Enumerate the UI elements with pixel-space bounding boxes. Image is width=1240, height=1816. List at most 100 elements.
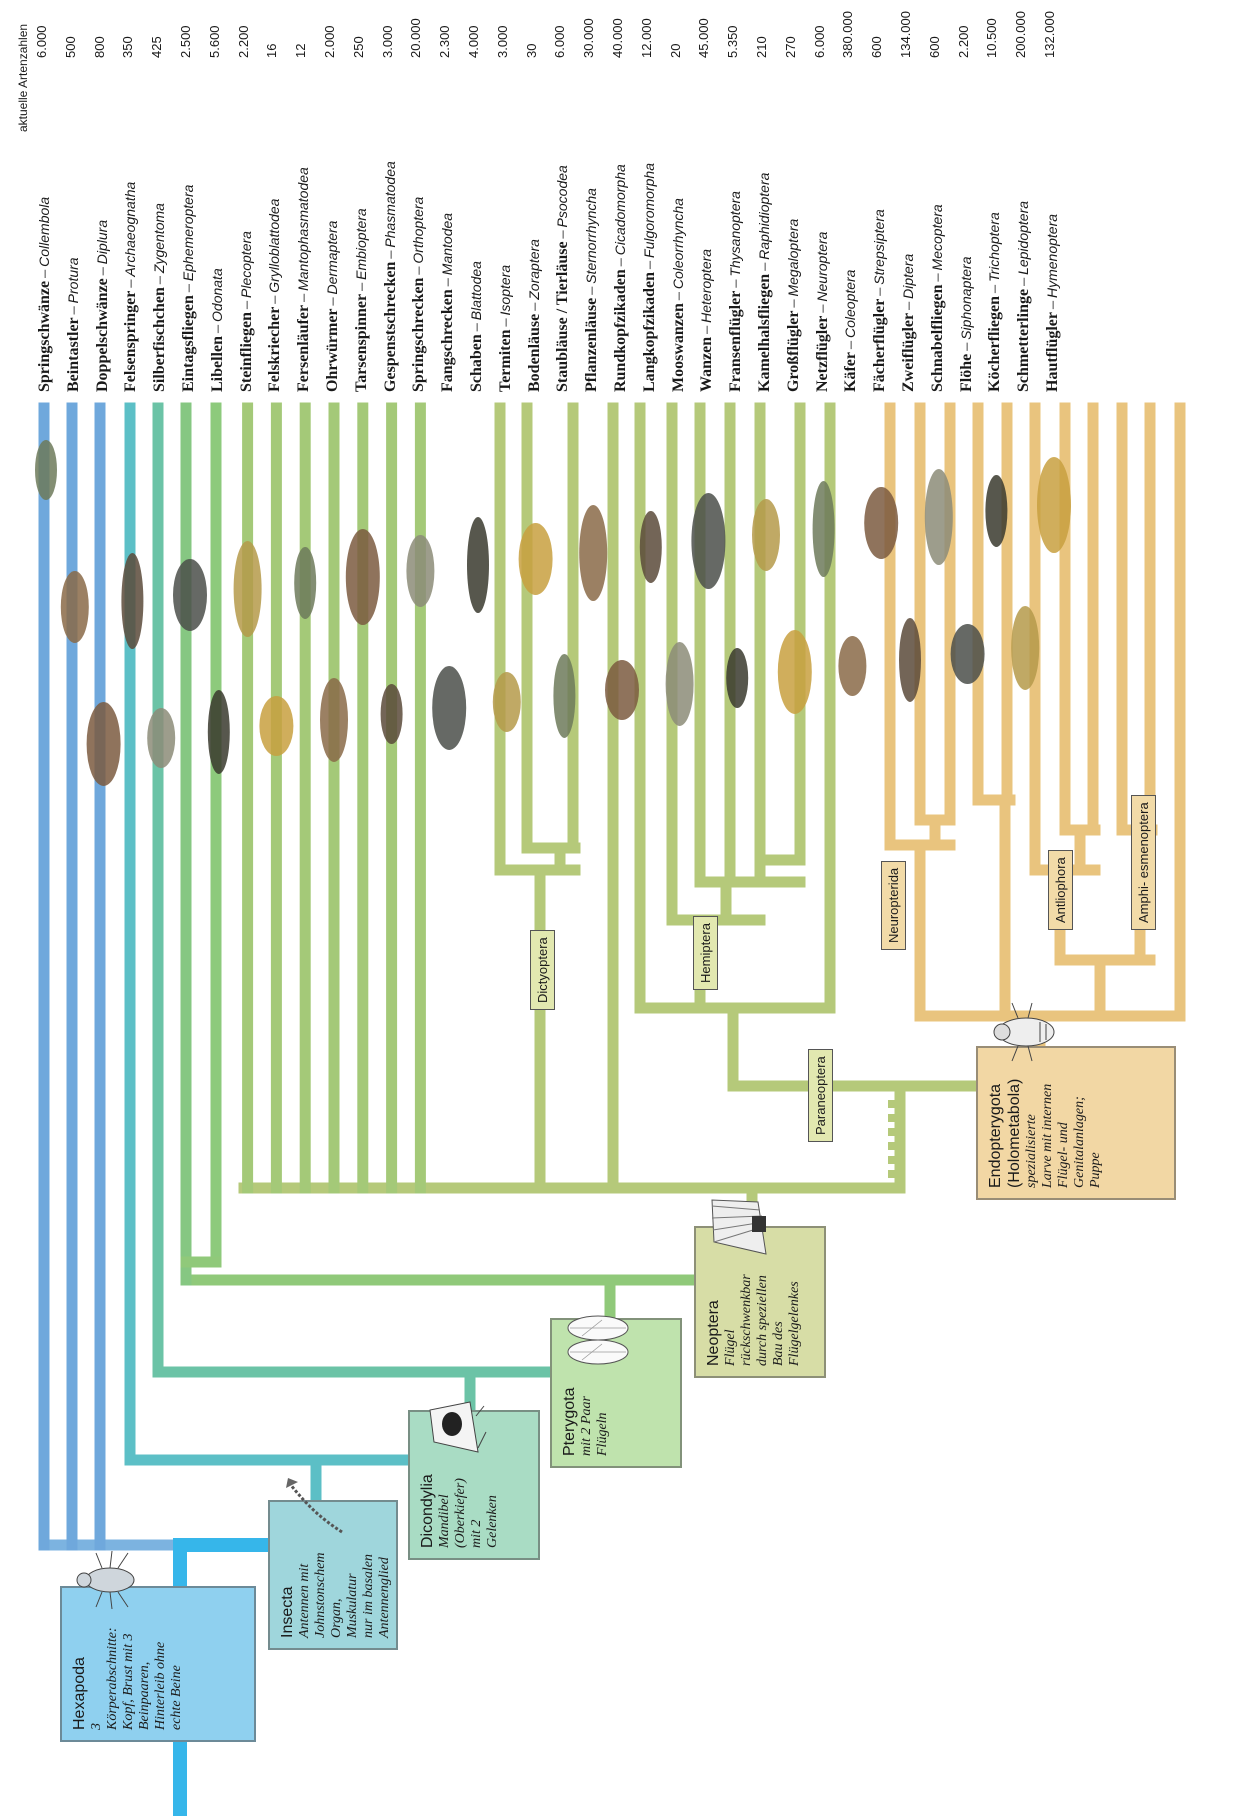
taxon-label: Fransenflügler–Thysanoptera xyxy=(725,191,746,392)
grasshopper-image xyxy=(406,535,435,607)
clade-description: Antennen mit Johnstonschem Organ, Muskul… xyxy=(297,1552,392,1638)
species-count: 20.000 xyxy=(408,18,424,58)
taxon-label: Schnabelfliegen–Mecoptera xyxy=(927,204,948,392)
species-count: 270 xyxy=(782,36,798,58)
taxon-scientific-name: Thysanoptera xyxy=(727,191,744,277)
taxon-separator: – xyxy=(352,282,370,291)
taxon-label: Felsenspringer–Archaeognatha xyxy=(120,182,141,392)
stick-insect-image xyxy=(380,684,403,744)
taxon-separator: – xyxy=(727,279,745,288)
proturan-image xyxy=(60,571,89,643)
silverfish-image xyxy=(147,708,176,768)
clade-description: 3 Körperabschnitte: Kopf, Brust mit 3 Be… xyxy=(89,1627,184,1730)
hexapod-icon xyxy=(70,1543,144,1617)
taxon-label: Springschwänze–Collembola xyxy=(34,197,55,392)
taxon-separator: – xyxy=(180,284,197,293)
clade-box-hexapoda: Hexapoda 3 Körperabschnitte: Kopf, Brust… xyxy=(60,1551,256,1742)
taxon-common-name: Mooswanzen xyxy=(669,303,687,392)
taxon-common-name: Langkopfzikaden xyxy=(640,271,658,392)
moss-bug-image xyxy=(665,642,694,726)
species-count: 2.200 xyxy=(235,25,251,58)
taxon-common-name: Staubläuse / Tierläuse xyxy=(554,241,572,392)
clade-tag-dictyoptera: Dictyoptera xyxy=(530,930,555,1010)
taxon-scientific-name: Odonata xyxy=(208,268,225,322)
clade-title: Insecta xyxy=(279,1586,296,1638)
species-count: 250 xyxy=(350,36,366,58)
taxon-common-name: Hautflügler xyxy=(1044,312,1061,392)
taxon-label: Doppelschwänze–Diplura xyxy=(92,220,113,392)
species-count: 800 xyxy=(91,36,107,58)
webspinner-image xyxy=(345,529,380,625)
taxon-scientific-name: Trichoptera xyxy=(986,212,1003,283)
taxon-common-name: Fächerflügler xyxy=(871,298,889,392)
taxon-separator: – xyxy=(381,250,399,259)
dash-segment xyxy=(888,1114,902,1122)
taxon-separator: – xyxy=(813,304,831,313)
species-count: 200.000 xyxy=(1013,11,1029,58)
clade-tag-hemiptera: Hemiptera xyxy=(693,916,718,990)
taxon-label: Fächerflügler–Strepsiptera xyxy=(869,209,890,392)
taxon-common-name: Kamelhalsfliegen xyxy=(756,273,773,392)
taxon-separator: – xyxy=(1015,277,1033,286)
species-count: 20 xyxy=(667,43,683,58)
taxon-label: Springschrecken–Orthoptera xyxy=(408,197,429,392)
taxon-common-name: Käfer xyxy=(842,352,860,392)
taxon-separator: – xyxy=(640,260,658,269)
species-count: 600 xyxy=(926,36,942,58)
taxon-separator: – xyxy=(496,318,514,327)
taxon-label: Fangschrecken–Mantodea xyxy=(437,213,458,392)
species-count: 210 xyxy=(754,36,769,58)
scorpionfly-image xyxy=(924,469,953,565)
species-count: 3.000 xyxy=(494,25,510,58)
twisted-wing-image xyxy=(864,487,899,559)
taxon-label: Tarsenspinner–Embioptera xyxy=(351,208,372,392)
taxon-label: Rundkopfzikaden–Cicadomorpha xyxy=(610,164,631,392)
stag-beetle-image xyxy=(838,636,867,696)
taxon-separator: – xyxy=(36,269,53,278)
taxon-scientific-name: Megaloptera xyxy=(784,218,801,297)
clade-title: Hexapoda xyxy=(71,1657,88,1730)
taxon-scientific-name: Heteroptera xyxy=(698,248,715,323)
taxon-label: Schmetterlinge–Lepidoptera xyxy=(1013,201,1034,392)
taxon-label: Mooswanzen–Coleorrhyncha xyxy=(668,198,689,392)
taxon-scientific-name: Mantophasmatodea xyxy=(295,167,312,291)
taxon-common-name: Flöhe xyxy=(957,353,975,392)
species-count: 500 xyxy=(62,36,78,58)
taxon-separator: – xyxy=(237,301,255,309)
termite-image xyxy=(492,672,521,732)
planthopper-image xyxy=(639,511,662,583)
taxon-scientific-name: Cicadomorpha xyxy=(612,164,628,256)
species-count: 2.500 xyxy=(178,25,193,58)
taxon-common-name: Springschrecken xyxy=(410,277,428,392)
species-count: 2.000 xyxy=(322,25,337,58)
taxon-scientific-name: Zygentoma xyxy=(151,203,168,274)
taxon-scientific-name: Mecoptera xyxy=(928,204,945,271)
species-count: 3.000 xyxy=(379,25,395,58)
taxon-common-name: Felsenspringer xyxy=(122,290,140,392)
taxon-common-name: Bodenläuse xyxy=(525,313,543,392)
taxon-label: Felskriecher–Grylloblattodea xyxy=(264,199,285,392)
taxon-common-name: Steinfliegen xyxy=(237,312,255,392)
taxon-scientific-name: Coleorrhyncha xyxy=(669,198,686,290)
taxon-separator: – xyxy=(612,258,629,267)
taxon-common-name: Netzflügler xyxy=(813,315,831,392)
fly-image xyxy=(899,618,921,702)
taxon-common-name: Schmetterlinge xyxy=(1015,288,1033,392)
taxon-common-name: Fangschrecken xyxy=(439,289,457,392)
clade-tag-amphiesmenoptera: Amphi- esmenoptera xyxy=(1131,795,1156,930)
taxon-common-name: Libellen xyxy=(208,335,226,392)
taxon-separator: – xyxy=(871,287,889,296)
dash-segment xyxy=(888,1128,902,1136)
taxon-scientific-name: Ephemeroptera xyxy=(180,184,196,282)
taxon-label: Netzflügler–Neuroptera xyxy=(812,232,833,392)
taxon-common-name: Beintastler xyxy=(64,317,82,392)
flea-image xyxy=(950,624,985,684)
clade-description: spezialisierte Larve mit internen Flügel… xyxy=(1024,1083,1103,1188)
clade-tag-neuropterida: Neuropterida xyxy=(881,860,906,950)
damselfly-image xyxy=(207,690,230,774)
cicada-image xyxy=(605,660,639,720)
taxon-scientific-name: Archaeognatha xyxy=(122,181,139,277)
species-count: 10.500 xyxy=(984,18,1000,58)
